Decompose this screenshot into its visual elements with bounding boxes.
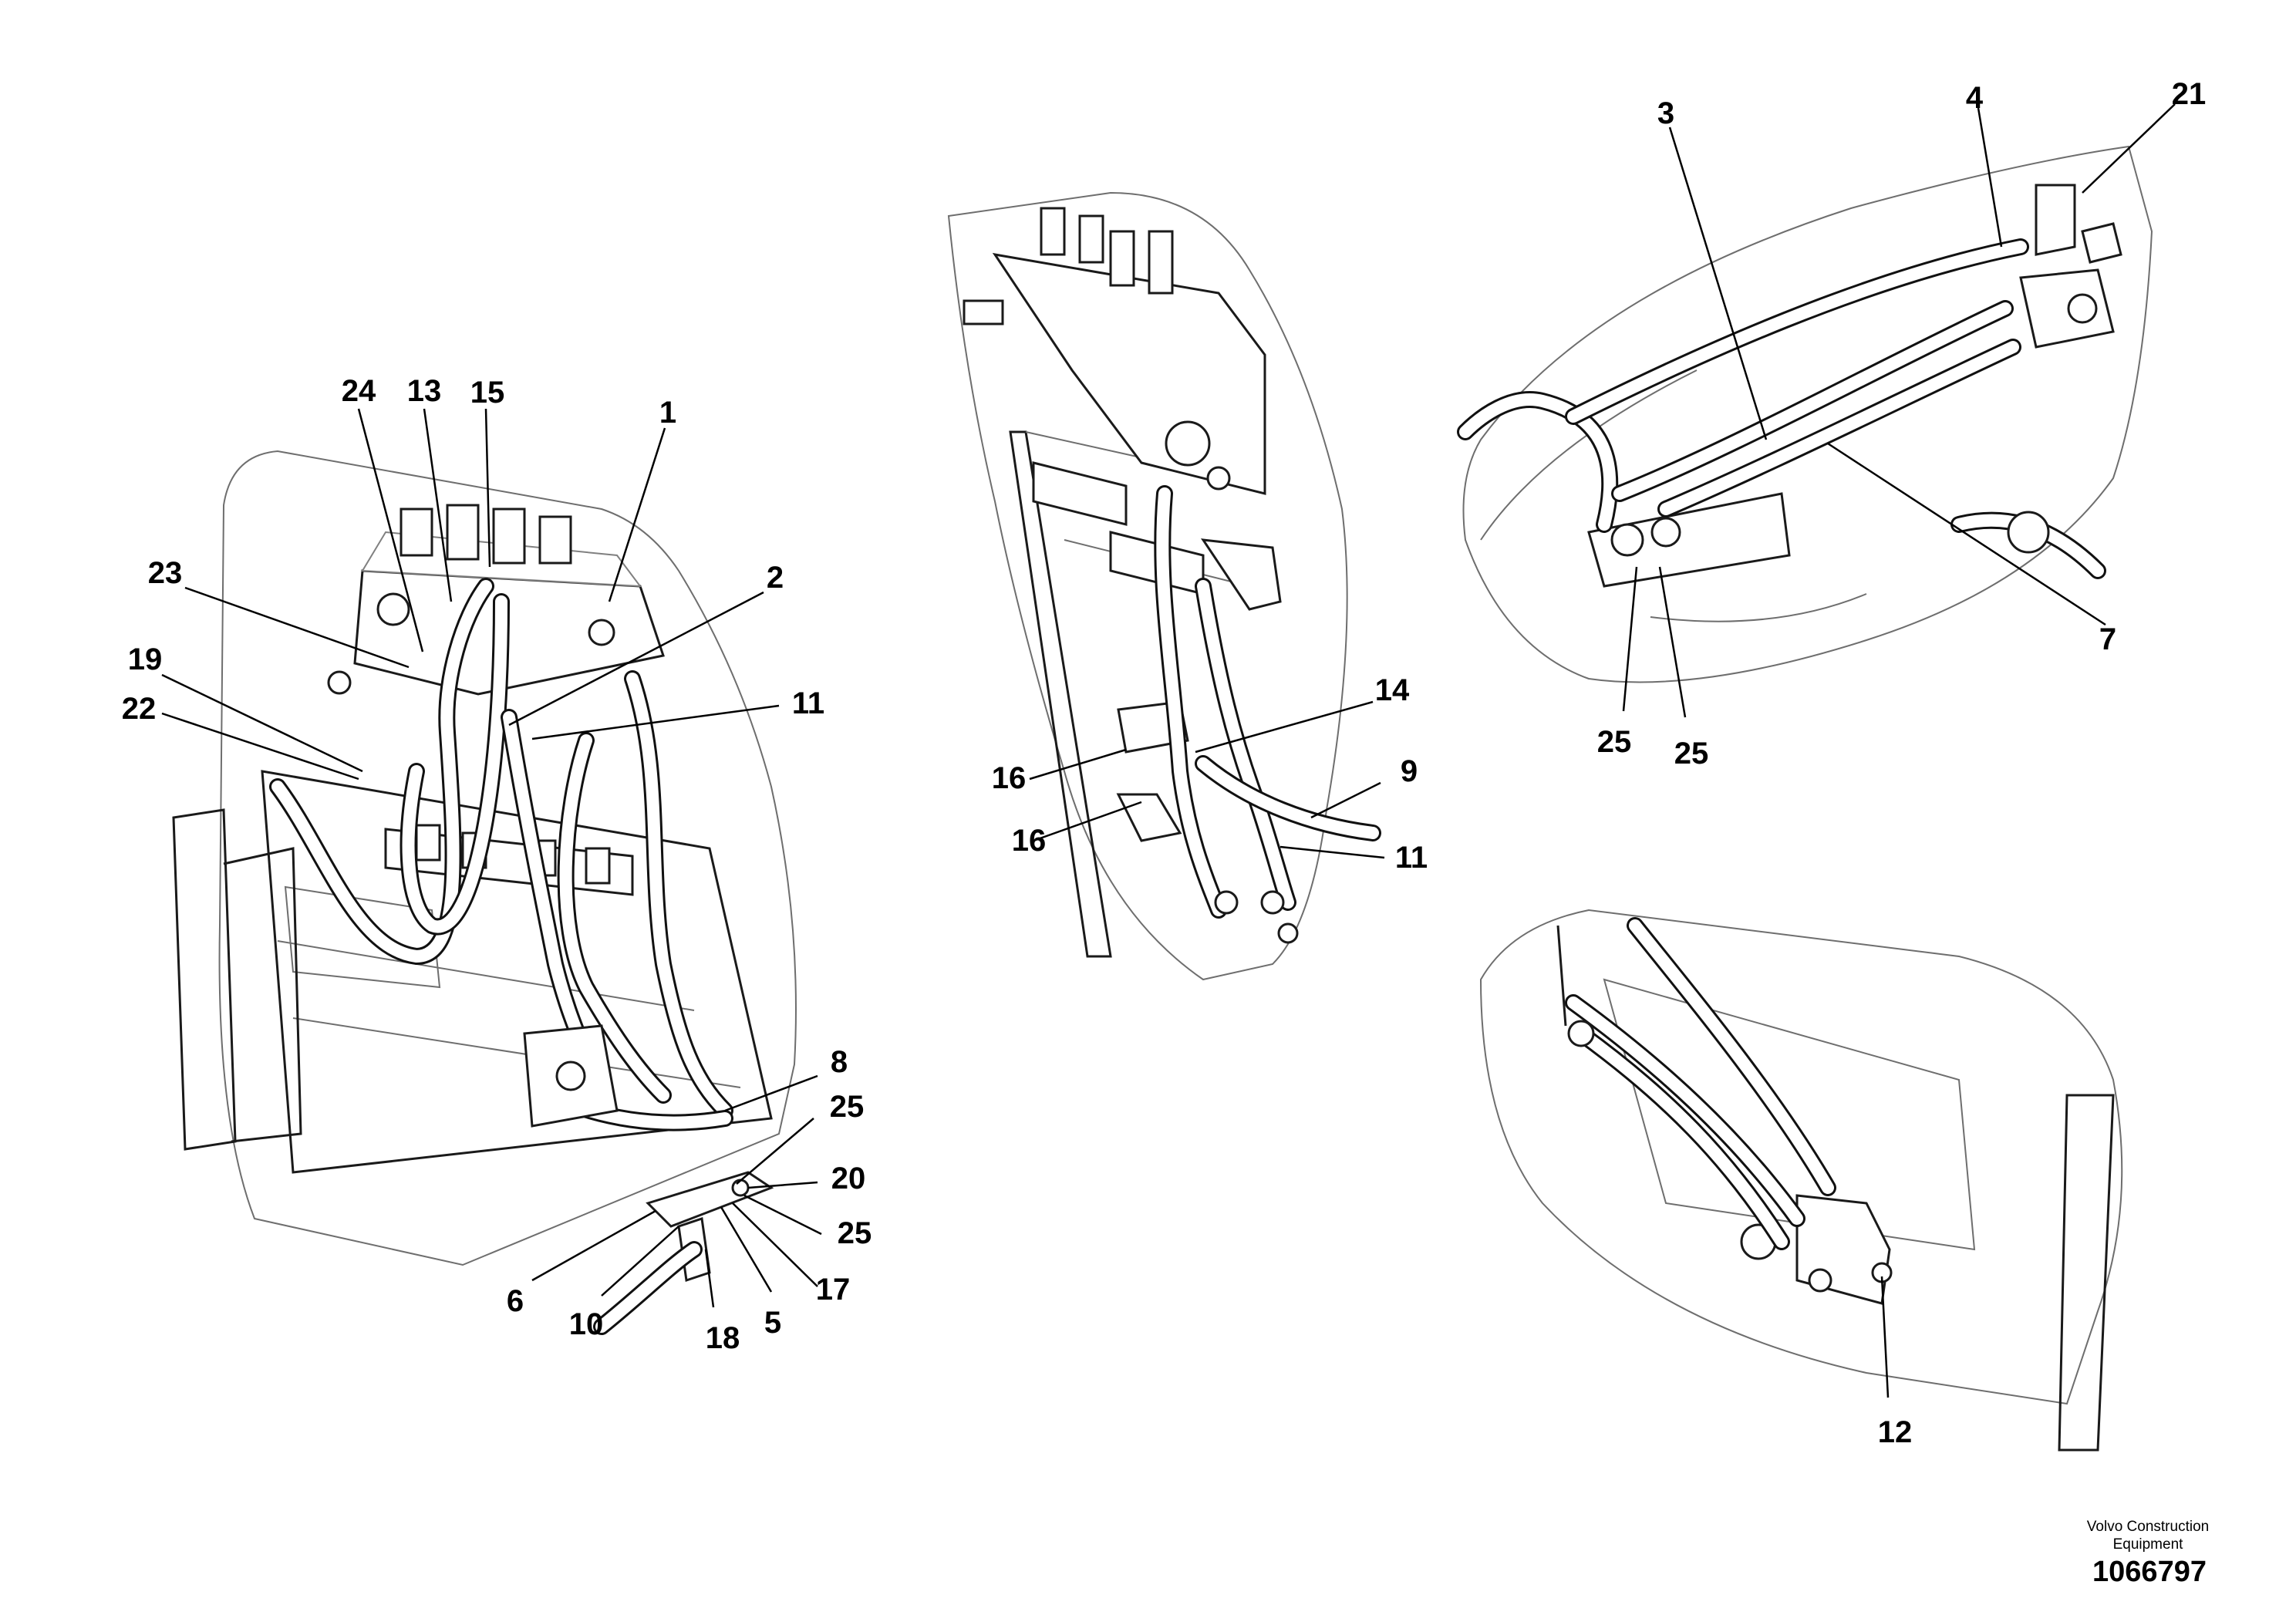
callout-15: 15 [470, 376, 505, 410]
callout-25-left-lower: 25 [838, 1216, 872, 1250]
callout-6: 6 [507, 1284, 524, 1318]
callout-16-lower: 16 [1012, 824, 1047, 858]
bottom-right-assembly-drawing [1479, 909, 2123, 1452]
callout-20: 20 [831, 1162, 866, 1195]
callout-23: 23 [148, 556, 183, 590]
callout-19: 19 [128, 642, 163, 676]
callout-2: 2 [767, 561, 784, 595]
callout-22: 22 [122, 692, 157, 726]
callout-1: 1 [659, 396, 676, 430]
callout-5: 5 [764, 1306, 781, 1340]
callout-10: 10 [569, 1307, 604, 1341]
callout-13: 13 [407, 374, 442, 408]
manufacturer-line-1: Volvo Construction [2087, 1519, 2209, 1535]
leader-lines [161, 103, 2176, 1398]
left-assembly-drawing [172, 450, 797, 1335]
callout-11-center: 11 [1395, 841, 1428, 875]
callout-25-right-b: 25 [1674, 737, 1709, 771]
callout-9: 9 [1401, 754, 1418, 788]
callout-17: 17 [816, 1273, 851, 1307]
callout-7: 7 [2099, 622, 2116, 656]
callout-21: 21 [2172, 77, 2207, 111]
callout-16-upper: 16 [992, 761, 1027, 795]
callout-18: 18 [706, 1321, 740, 1355]
callout-25-left-upper: 25 [830, 1090, 865, 1124]
callout-12: 12 [1878, 1415, 1913, 1449]
callout-3: 3 [1657, 96, 1674, 130]
document-number: 1066797 [2092, 1556, 2207, 1588]
callout-25-right-a: 25 [1597, 725, 1632, 759]
callout-11-left: 11 [792, 686, 824, 720]
footer: Volvo Construction Equipment 1066797 [2087, 1519, 2209, 1588]
center-assembly-drawing [947, 191, 1381, 981]
callout-4: 4 [1966, 81, 1984, 115]
top-right-assembly-drawing [1457, 145, 2153, 683]
callout-labels: 24 13 15 1 23 2 19 22 11 8 25 20 25 6 10… [122, 77, 2207, 1449]
callout-14: 14 [1375, 673, 1410, 707]
callout-8: 8 [831, 1045, 848, 1079]
manufacturer-line-2: Equipment [2113, 1536, 2184, 1553]
callout-24: 24 [342, 374, 376, 408]
